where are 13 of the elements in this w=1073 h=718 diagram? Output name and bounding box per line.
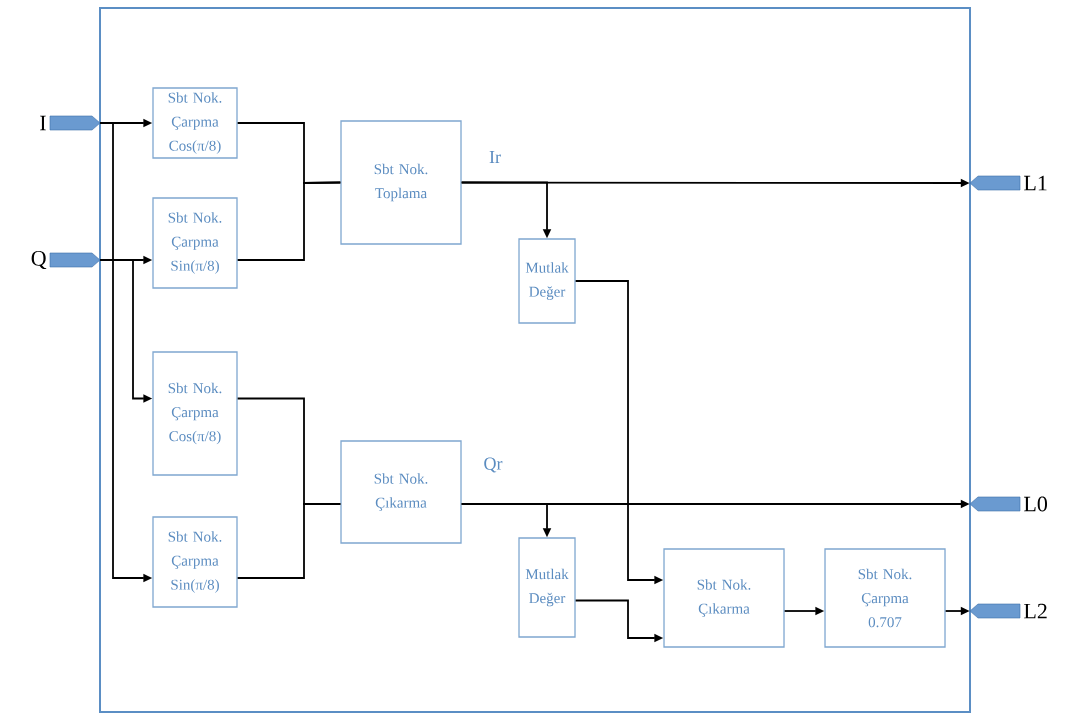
process-box: Mutlak Değer: [518, 537, 576, 638]
process-box: Sbt Nok. Çarpma Cos(π/8): [152, 351, 238, 476]
process-box: Sbt Nok. Çarpma Sin(π/8): [152, 197, 238, 289]
process-box: Sbt Nok. Çıkarma: [663, 548, 785, 648]
edge-label: Qr: [482, 456, 504, 474]
process-box: Sbt Nok. Çıkarma: [340, 440, 462, 544]
process-box: Sbt Nok. Toplama: [340, 120, 462, 245]
frame-box: [99, 7, 971, 713]
process-box: Sbt Nok. Çarpma Sin(π/8): [152, 516, 238, 608]
process-box: Sbt Nok. Çarpma Cos(π/8): [152, 87, 238, 159]
process-box: Sbt Nok. Çarpma 0.707: [824, 548, 946, 648]
process-box: Mutlak Değer: [518, 238, 576, 324]
edge-label: Ir: [488, 150, 502, 164]
